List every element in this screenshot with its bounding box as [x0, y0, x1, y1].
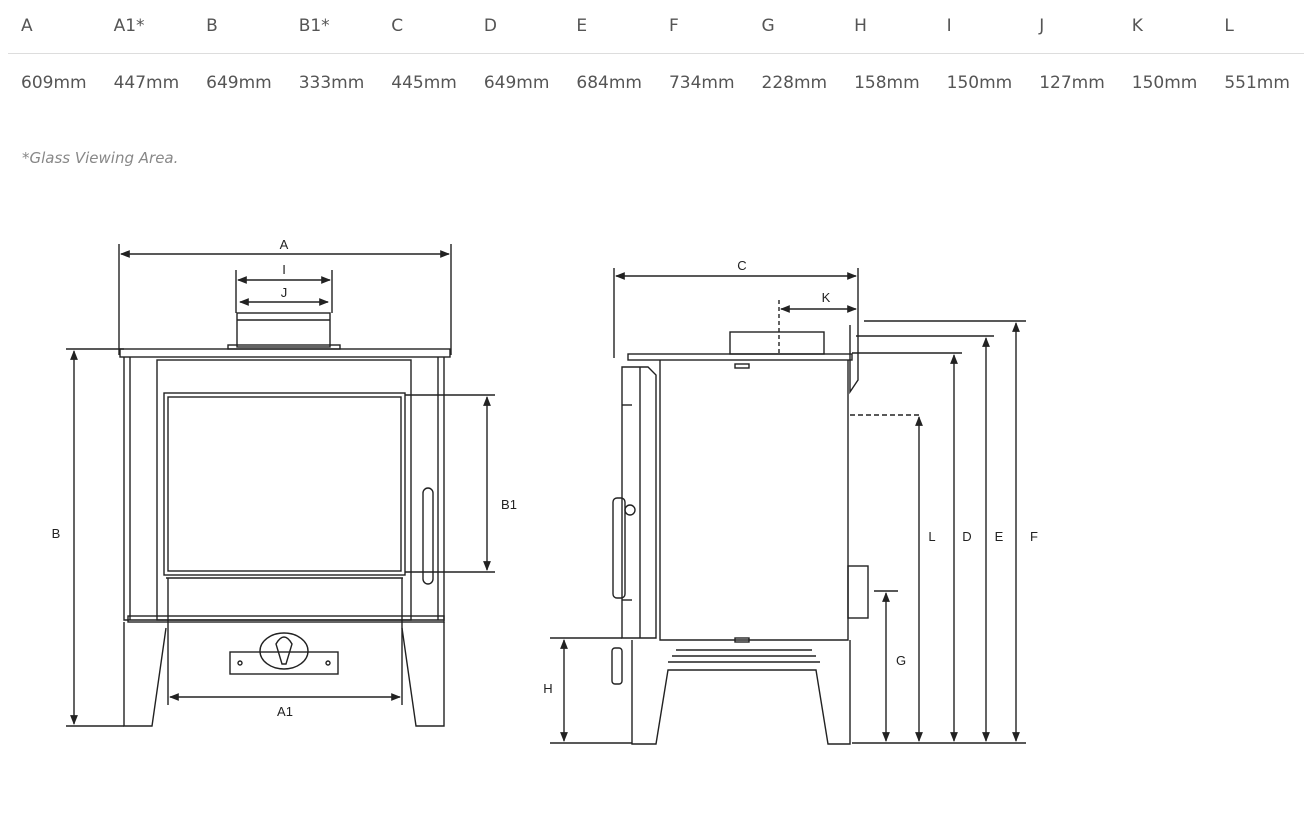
dimensions-value-row: 609mm 447mm 649mm 333mm 445mm 649mm 684m…: [8, 53, 1304, 113]
header-i: I: [933, 0, 1027, 54]
front-air-control-icon: [259, 632, 309, 670]
front-leg-left: [123, 622, 167, 727]
dim-h-label: H: [543, 681, 552, 696]
front-flue-collar: [236, 312, 331, 348]
glass-viewing-area-note: *Glass Viewing Area.: [22, 149, 179, 167]
front-door: [156, 359, 412, 621]
header-e: E: [563, 0, 656, 54]
front-glass-outer: [163, 392, 406, 576]
side-vent-bottom: [734, 637, 750, 643]
value-l: 551mm: [1224, 73, 1290, 94]
value-j: 127mm: [1039, 73, 1105, 94]
value-b: 649mm: [206, 73, 272, 94]
dim-l-label: L: [928, 529, 935, 544]
value-e: 684mm: [576, 73, 642, 94]
value-b1: 333mm: [298, 73, 365, 94]
header-j: J: [1026, 0, 1119, 54]
header-a1: A1*: [100, 0, 194, 54]
side-heat-shield: [849, 325, 859, 395]
front-air-plate: [229, 651, 339, 675]
value-g: 228mm: [761, 73, 828, 94]
side-legs: [631, 640, 851, 745]
side-body-outline: [659, 360, 849, 641]
front-air-control-knob: [275, 636, 293, 665]
value-d: 649mm: [483, 73, 550, 94]
dim-a-label: A: [280, 237, 289, 252]
dim-b1-label: B1: [501, 497, 517, 512]
header-k: K: [1118, 0, 1212, 54]
front-screw-right: [325, 660, 331, 666]
value-i: 150mm: [946, 73, 1013, 94]
header-f: F: [655, 0, 749, 54]
side-view: C K H G L D E F: [543, 258, 1038, 745]
dim-b-label: B: [52, 526, 61, 541]
value-k: 150mm: [1131, 73, 1198, 94]
front-view: A I J B B1 A1: [52, 237, 517, 727]
dimensions-table: A A1* B B1* C D E F G H I J K L 609mm 44…: [8, 0, 1304, 113]
header-b1: B1*: [285, 0, 379, 54]
dim-g-label: G: [896, 653, 906, 668]
side-door-latch: [624, 504, 636, 516]
side-rear-box: [847, 565, 869, 619]
front-screw-left: [237, 660, 243, 666]
dim-e-label: E: [995, 529, 1004, 544]
header-h: H: [841, 0, 934, 54]
header-c: C: [378, 0, 471, 54]
front-door-handle-icon: [422, 487, 434, 585]
dimensions-header-row: A A1* B B1* C D E F G H I J K L: [8, 0, 1304, 54]
dim-k-label: K: [822, 290, 831, 305]
dim-j-label: J: [281, 285, 288, 300]
side-flue-collar: [729, 331, 825, 355]
side-top-plate: [627, 353, 853, 361]
value-a1: 447mm: [113, 73, 180, 94]
value-c: 445mm: [391, 73, 457, 94]
value-a: 609mm: [21, 73, 87, 94]
front-leg-right: [401, 622, 445, 727]
side-door-profile: [621, 366, 657, 639]
front-bottom-ledge: [127, 615, 445, 623]
side-vent-top: [734, 363, 750, 369]
header-g: G: [748, 0, 842, 54]
header-a: A: [8, 0, 101, 54]
header-b: B: [193, 0, 286, 54]
header-d: D: [470, 0, 564, 54]
dim-a1-label: A1: [277, 704, 293, 719]
dim-c-label: C: [737, 258, 746, 273]
header-l: L: [1211, 0, 1304, 54]
value-f: 734mm: [668, 73, 735, 94]
value-h: 158mm: [854, 73, 920, 94]
dim-i-label: I: [282, 262, 286, 277]
front-top-plate: [119, 348, 451, 358]
side-ash-knob-icon: [611, 647, 623, 685]
side-door-handle-icon: [612, 497, 626, 599]
dim-f-label: F: [1030, 529, 1038, 544]
dim-d-label: D: [962, 529, 971, 544]
front-glass-inner: [167, 396, 402, 572]
